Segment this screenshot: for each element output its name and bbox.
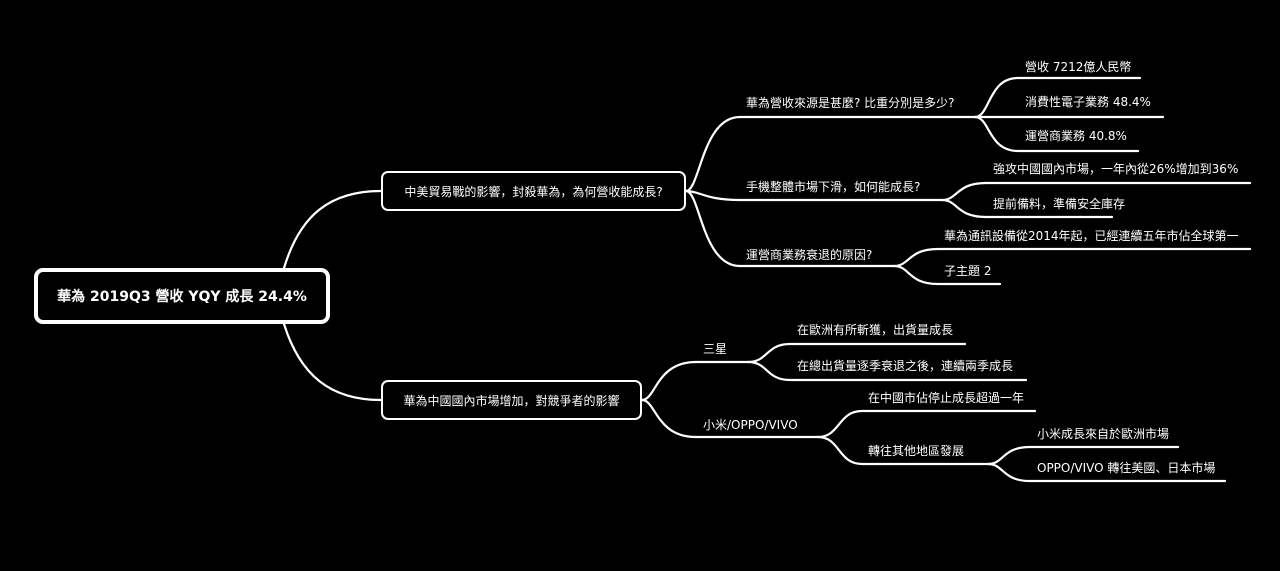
link-xiaomi-expand <box>816 435 990 466</box>
link-b1-carrier <box>684 189 742 268</box>
leaf-domestic-market[interactable]: 強攻中國國內市場，一年內從26%增加到36% <box>993 162 1239 176</box>
leaf-subtopic-2[interactable]: 子主題 2 <box>944 264 992 278</box>
leaf-telecom-equipment[interactable]: 華為通訊設備從2014年起，已經連續五年市佔全球第一 <box>944 229 1239 243</box>
leaf-revenue-total[interactable]: 營收 7212億人民幣 <box>1025 60 1132 74</box>
subtopic-revenue-source[interactable]: 華為營收來源是甚麼? 比重分別是多少? <box>746 96 955 110</box>
root-topic[interactable]: 華為 2019Q3 營收 YQY 成長 24.4% <box>34 268 330 324</box>
link-carrier-leaf1 <box>892 247 1252 268</box>
subtopic-carrier-decline[interactable]: 運營商業務衰退的原因? <box>746 248 873 262</box>
leaf-safety-stock[interactable]: 提前備料，準備安全庫存 <box>993 197 1126 211</box>
branch-competitors[interactable]: 華為中國國內市場增加，對競爭者的影響 <box>381 380 642 420</box>
link-xiaomi-leaf1 <box>816 409 1037 439</box>
leaf-carrier-business[interactable]: 運營商業務 40.8% <box>1025 129 1127 143</box>
leaf-expand-other-regions[interactable]: 轉往其他地區發展 <box>868 444 965 458</box>
branch-competitors-label: 華為中國國內市場增加，對競爭者的影響 <box>403 393 620 408</box>
link-samsung-leaf2 <box>746 360 1028 382</box>
link-revenue-leaf3 <box>973 115 1140 153</box>
root-topic-label: 華為 2019Q3 營收 YQY 成長 24.4% <box>57 289 307 305</box>
link-samsung-leaf1 <box>746 342 967 364</box>
leaf-xiaomi-europe[interactable]: 小米成長來自於歐洲市場 <box>1037 427 1170 441</box>
link-carrier-leaf2 <box>892 264 1002 286</box>
leaf-consumer-business[interactable]: 消費性電子業務 48.4% <box>1025 95 1151 109</box>
leaf-oppo-vivo-us-japan[interactable]: OPPO/VIVO 轉往美國、日本市場 <box>1037 461 1216 475</box>
leaf-china-share-stalled[interactable]: 在中國市佔停止成長超過一年 <box>868 391 1025 405</box>
branch-trade-war-label: 中美貿易戰的影響，封殺華為，為何營收能成長? <box>404 184 663 199</box>
branch-trade-war[interactable]: 中美貿易戰的影響，封殺華為，為何營收能成長? <box>381 171 686 211</box>
link-root-branch1 <box>282 189 383 270</box>
link-expand-leaf2 <box>986 462 1227 483</box>
subtopic-xiaomi-oppo-vivo[interactable]: 小米/OPPO/VIVO <box>703 418 798 432</box>
subtopic-phone-market[interactable]: 手機整體市場下滑，如何能成長? <box>746 180 921 194</box>
link-phone-leaf2 <box>940 198 1114 219</box>
link-b2-samsung <box>640 360 698 402</box>
link-revenue-leaf1 <box>973 76 1142 119</box>
link-root-branch2 <box>282 322 383 402</box>
link-b2-xiaomi <box>640 398 698 439</box>
leaf-samsung-growth[interactable]: 在總出貨量逐季衰退之後，連續兩季成長 <box>797 359 1014 373</box>
link-b1-revenue <box>684 115 742 193</box>
subtopic-samsung[interactable]: 三星 <box>703 342 728 356</box>
leaf-samsung-europe[interactable]: 在歐洲有所斬獲，出貨量成長 <box>797 323 954 337</box>
